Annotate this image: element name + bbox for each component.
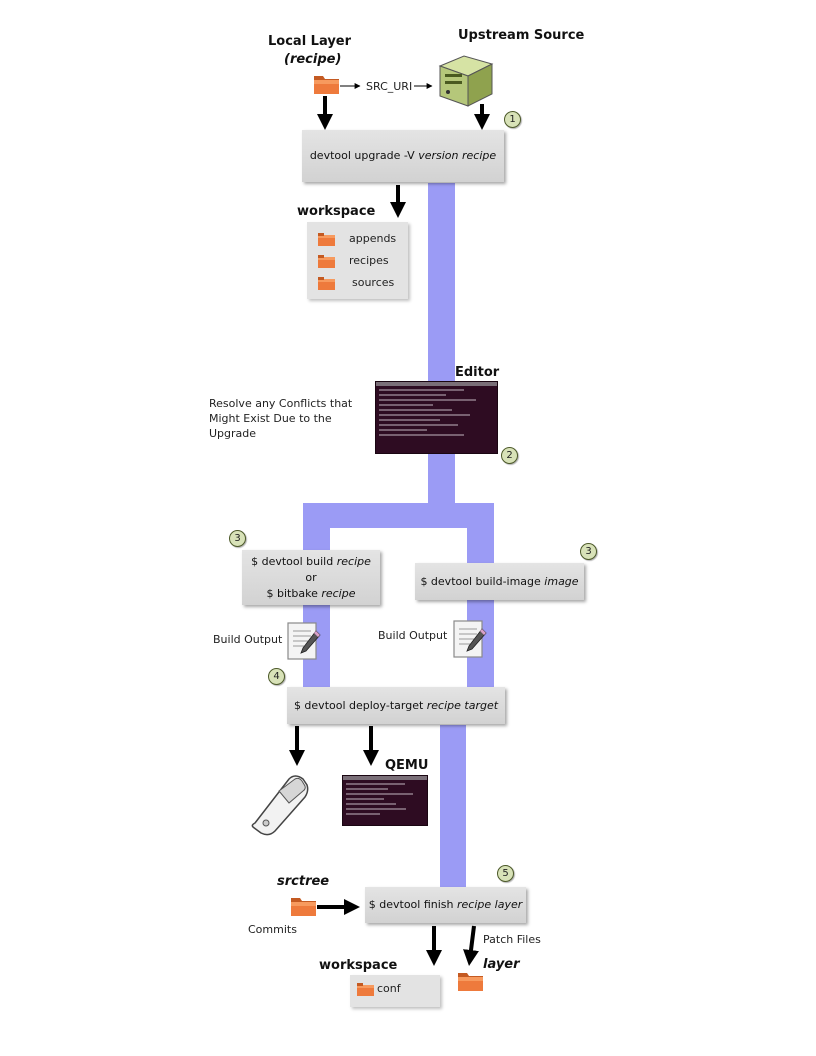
- terminal-icon: [375, 381, 498, 454]
- flow-path-split: [303, 503, 494, 528]
- patch-files-label: Patch Files: [483, 933, 541, 946]
- qemu-heading: QEMU: [385, 758, 429, 773]
- devtool-upgrade-box: devtool upgrade -V version recipe: [302, 130, 504, 182]
- build-image-command-prefix: $ devtool build-image: [420, 574, 545, 588]
- server-icon: [438, 55, 494, 107]
- layer-heading: layer: [483, 957, 520, 972]
- document-pencil-icon: [453, 620, 487, 658]
- step-badge-3-left: 3: [229, 530, 246, 547]
- folder-icon: [314, 76, 339, 94]
- workspace-item-conf: conf: [357, 982, 437, 998]
- finish-command-args: recipe layer: [457, 898, 523, 911]
- folder-icon: [291, 898, 316, 916]
- finish-command-prefix: $ devtool finish: [368, 898, 457, 911]
- upstream-source-heading: Upstream Source: [458, 28, 585, 43]
- recipe-paren-heading: (recipe): [284, 52, 342, 67]
- local-layer-heading: Local Layer: [268, 34, 352, 49]
- build-command-args: recipe: [336, 554, 371, 568]
- phone-device-icon: [251, 775, 309, 836]
- src-uri-label: SRC_URI: [366, 80, 413, 93]
- workspace-bottom-heading: workspace: [319, 958, 398, 973]
- build-image-command-args: image: [544, 574, 579, 588]
- bitbake-command-args: recipe: [321, 586, 356, 600]
- folder-icon: [318, 233, 335, 246]
- upgrade-command-args: version recipe: [418, 149, 497, 162]
- deploy-command-prefix: $ devtool deploy-target: [293, 698, 427, 712]
- workspace-item-appends: appends: [318, 232, 408, 248]
- resolve-text-line3: Upgrade: [209, 427, 257, 440]
- flow-path-lower: [440, 725, 466, 887]
- srctree-heading: srctree: [277, 874, 330, 889]
- build-output-left-label: Build Output: [213, 633, 283, 646]
- devtool-finish-box: $ devtool finish recipe layer: [365, 887, 526, 923]
- workspace-bottom-panel: conf: [350, 975, 440, 1007]
- workspace-item-label: sources: [352, 276, 395, 289]
- arrow-finish-to-layer: [463, 925, 479, 966]
- folder-icon: [357, 983, 374, 996]
- folder-icon: [318, 255, 335, 268]
- devtool-build-image-box: $ devtool build-image image: [415, 563, 584, 600]
- editor-heading: Editor: [455, 365, 500, 380]
- commits-label: Commits: [248, 923, 297, 936]
- workspace-item-label: conf: [377, 982, 401, 995]
- workspace-panel: appends recipes sources: [307, 222, 408, 299]
- devtool-deploy-target-box: $ devtool deploy-target recipe target: [287, 687, 505, 724]
- workspace-item-sources: sources: [318, 276, 408, 292]
- step-badge-5: 5: [497, 865, 514, 882]
- step-badge-3-right: 3: [580, 543, 597, 560]
- workspace-item-label: recipes: [349, 254, 389, 267]
- document-pencil-icon: [287, 622, 321, 660]
- deploy-command-args: recipe target: [426, 698, 499, 712]
- folder-icon: [458, 973, 483, 991]
- workspace-item-label: appends: [349, 232, 397, 245]
- build-command-prefix: $ devtool build: [251, 554, 337, 568]
- step-badge-2: 2: [501, 447, 518, 464]
- upgrade-command-prefix: devtool upgrade -V: [309, 149, 419, 162]
- folder-icon: [318, 277, 335, 290]
- bitbake-command-prefix: $ bitbake: [266, 586, 322, 600]
- build-output-right-label: Build Output: [378, 629, 448, 642]
- resolve-text-line2: Might Exist Due to the: [209, 412, 332, 425]
- resolve-text-line1: Resolve any Conflicts that: [209, 397, 353, 410]
- step-badge-4: 4: [268, 668, 285, 685]
- step-badge-1: 1: [504, 111, 521, 128]
- workspace-heading: workspace: [297, 204, 376, 219]
- build-command-or: or: [305, 570, 317, 584]
- devtool-build-box: $ devtool build recipe or $ bitbake reci…: [242, 550, 380, 605]
- terminal-icon: [342, 775, 428, 826]
- workspace-item-recipes: recipes: [318, 254, 408, 270]
